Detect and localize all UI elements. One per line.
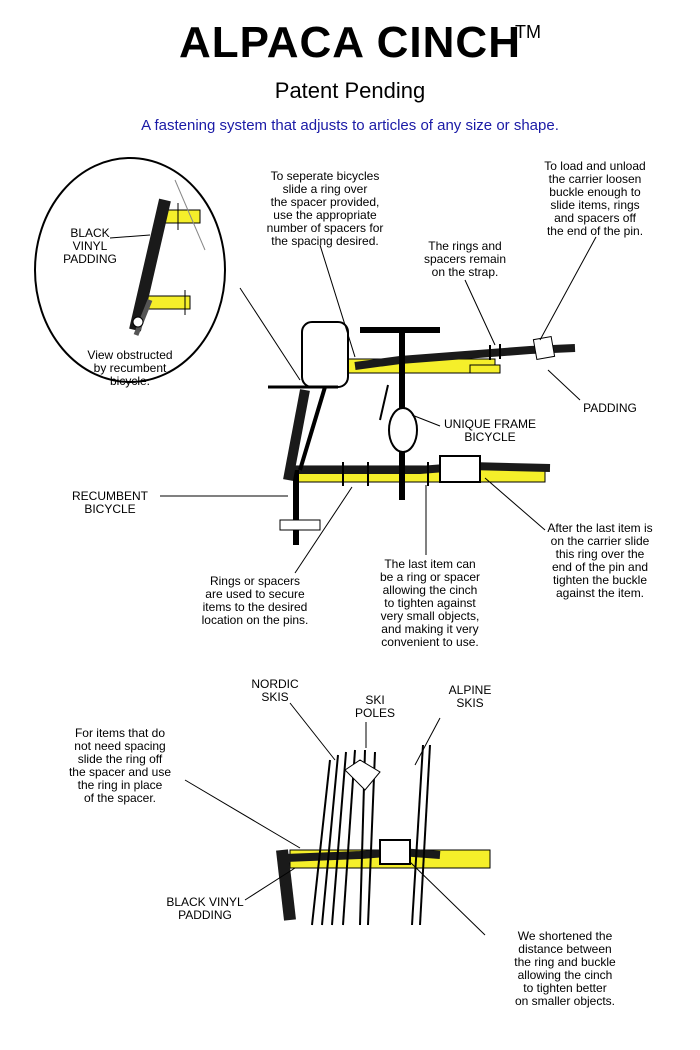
no-spacing-label: For items that do not need spacing slide… [68, 726, 172, 805]
ski-poles-label: SKI POLES [354, 693, 396, 720]
nordic-skis-label: NORDIC SKIS [251, 677, 299, 704]
black-vinyl-padding-label: BLACK VINYL PADDING [166, 895, 244, 922]
last-item-ring-label: The last item can be a ring or spacer al… [379, 557, 481, 649]
inset-padding-label: BLACK VINYL PADDING [63, 226, 117, 266]
tagline: A fastening system that adjusts to artic… [141, 117, 559, 134]
padding-label: PADDING [583, 401, 637, 415]
bike-carrier [268, 321, 576, 545]
ski-carrier [276, 744, 491, 926]
inset-detail [34, 157, 226, 383]
separate-bikes-label: To seperate bicycles slide a ring over t… [266, 169, 384, 248]
last-item-slide-label: After the last item is on the carrier sl… [547, 521, 653, 600]
recumbent-label: RECUMBENT BICYCLE [71, 489, 148, 516]
page-title: ALPACA CINCH [179, 18, 521, 67]
rings-remain-label: The rings and spacers remain on the stra… [423, 239, 507, 279]
rings-spacers-label: Rings or spacers are used to secure item… [201, 574, 309, 627]
load-unload-label: To load and unload the carrier loosen bu… [544, 159, 646, 238]
alpine-skis-label: ALPINE SKIS [448, 683, 492, 710]
page-subtitle: Patent Pending [274, 78, 426, 103]
unique-frame-label: UNIQUE FRAME BICYCLE [443, 417, 536, 444]
leader-lines [109, 234, 597, 936]
inset-view-label: View obstructed by recumbent bicycle. [87, 348, 173, 388]
trademark-mark: TM [515, 22, 541, 42]
shortened-label: We shortened the distance between the ri… [514, 929, 616, 1008]
